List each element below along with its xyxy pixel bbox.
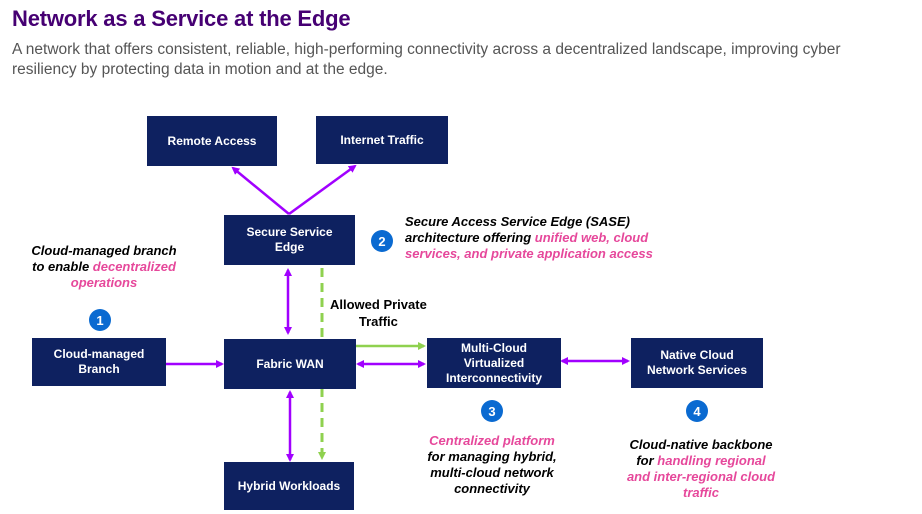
highlight-text: operations bbox=[70, 275, 138, 290]
callout-line: to enable decentralized bbox=[12, 259, 196, 275]
callout-text: for managing hybrid, bbox=[427, 449, 557, 464]
private-traffic-label: Allowed Private Traffic bbox=[330, 297, 427, 329]
callout-line: Cloud-native backbone bbox=[616, 437, 786, 453]
highlight-text: decentralized bbox=[92, 259, 176, 274]
callout-line: services, and private application access bbox=[405, 246, 705, 262]
highlight-text: handling regional bbox=[657, 453, 766, 468]
callout-text: Cloud-native backbone bbox=[629, 437, 773, 452]
highlight-text: unified web, cloud bbox=[534, 230, 649, 245]
highlight-text: Centralized platform bbox=[429, 433, 555, 448]
highlight-text: traffic bbox=[683, 485, 719, 500]
highlight-text: and inter-regional cloud bbox=[626, 469, 776, 484]
node-fabric-wan[interactable]: Fabric WAN bbox=[224, 339, 356, 389]
callout-4-badge: 4 bbox=[686, 400, 708, 422]
node-internet-traffic[interactable]: Internet Traffic bbox=[316, 116, 448, 164]
page-subtitle: A network that offers consistent, reliab… bbox=[12, 41, 841, 78]
callout-3-badge: 3 bbox=[481, 400, 503, 422]
callout-2-badge: 2 bbox=[371, 230, 393, 252]
callout-text: to enable bbox=[32, 259, 93, 274]
callout-line: and inter-regional cloud bbox=[616, 469, 786, 485]
callout-line: Centralized platform bbox=[412, 433, 572, 449]
callout-line: multi-cloud network bbox=[412, 465, 572, 481]
arrow-sse-internet-traffic bbox=[288, 164, 357, 216]
callout-text: architecture offering bbox=[405, 230, 535, 245]
callout-text: Secure Access Service Edge (SASE) bbox=[405, 214, 630, 229]
callout-line: Secure Access Service Edge (SASE) bbox=[405, 214, 705, 230]
callout-text: connectivity bbox=[454, 481, 530, 496]
callout-line: for managing hybrid, bbox=[412, 449, 572, 465]
node-remote-access[interactable]: Remote Access bbox=[147, 116, 277, 166]
callout-text: multi-cloud network bbox=[430, 465, 554, 480]
page-title: Network as a Service at the Edge bbox=[12, 6, 351, 31]
callout-2-text: Secure Access Service Edge (SASE)archite… bbox=[405, 214, 705, 262]
arrow-sse-remote-access bbox=[231, 166, 290, 215]
callout-line: architecture offering unified web, cloud bbox=[405, 230, 705, 246]
callout-1-badge: 1 bbox=[89, 309, 111, 331]
callout-line: operations bbox=[12, 275, 196, 291]
callout-line: Cloud-managed branch bbox=[12, 243, 196, 259]
callout-text: for bbox=[636, 453, 658, 468]
callout-line: for handling regional bbox=[616, 453, 786, 469]
callout-line: connectivity bbox=[412, 481, 572, 497]
node-hybrid-workloads[interactable]: Hybrid Workloads bbox=[224, 462, 354, 510]
callout-text: Cloud-managed branch bbox=[31, 243, 177, 258]
highlight-text: services, and private application access bbox=[405, 246, 653, 261]
callout-line: traffic bbox=[616, 485, 786, 501]
